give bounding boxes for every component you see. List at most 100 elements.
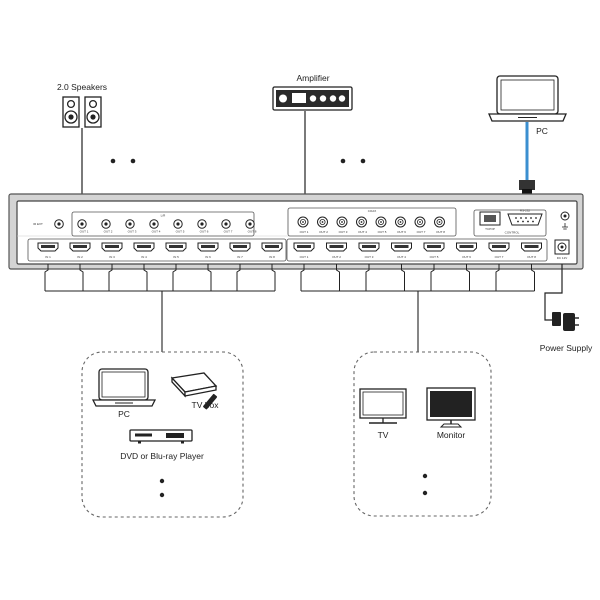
coax-out-jack: OUT 8 (434, 216, 445, 234)
control-label: CONTROL (505, 231, 520, 235)
hdmi-in-port: IN 1 (37, 242, 59, 259)
remote-control-icon (203, 393, 218, 410)
audio-out-label: OUT 2 (104, 230, 113, 234)
coax-out-jack: OUT 6 (395, 216, 406, 234)
speakers-label: 2.0 Speakers (57, 82, 107, 92)
coax-out-label: OUT 1 (300, 230, 309, 234)
amplifier-device: Amplifier (272, 73, 353, 111)
dvd-player-icon (129, 429, 193, 444)
hdmi-cable (143, 264, 148, 291)
coax-out-label: OUT 4 (358, 230, 367, 234)
dvd-player-label: DVD or Blu-ray Player (120, 451, 204, 461)
display-devices-box: TV Monitor (353, 351, 492, 517)
hdmi-in-port: IN 3 (101, 242, 123, 259)
tv-icon (359, 388, 407, 424)
laptop-icon (488, 75, 567, 122)
hdmi-out-port-label: OUT 4 (397, 255, 406, 259)
hdmi-in-port-label: IN 1 (45, 255, 51, 259)
pc-top-device: PC (488, 75, 567, 136)
coax-group-label: COAX (368, 209, 377, 213)
hdmi-cable (365, 264, 370, 291)
audio-out-jack: OUT 5 (173, 219, 185, 234)
pc-source-label: PC (118, 409, 130, 419)
audio-out-label: OUT 5 (176, 230, 185, 234)
hdmi-out-port: OUT 8 (521, 242, 542, 259)
lr-group-label: L/R (161, 214, 167, 218)
hdmi-out-port: OUT 3 (358, 242, 380, 259)
control-port-group: TCP/IP RS-232 CONTROL (473, 209, 547, 237)
hdmi-cable (336, 264, 340, 291)
amplifier-icon (272, 86, 353, 111)
ellipsis-dots-left (110, 158, 136, 164)
hdmi-in-port-label: IN 5 (173, 255, 179, 259)
dc-power-port: DC 12V (554, 239, 570, 260)
audio-lr-group: L/R OUT 1 OUT 2 OUT 3 OUT 4 OUT 5 OUT 6 OUT 7 O… (71, 211, 257, 237)
audio-out-jack: OUT 2 (101, 219, 113, 234)
hdmi-in-port-label: IN 4 (141, 255, 147, 259)
hdmi-cable (44, 264, 49, 291)
coax-out-jack: OUT 2 (317, 216, 328, 234)
hdmi-out-port-label: OUT 5 (430, 255, 439, 259)
rs232-label: RS-232 (520, 209, 531, 213)
speaker-left-icon (62, 96, 80, 128)
hdmi-out-port-label: OUT 3 (365, 255, 374, 259)
audio-out-jack: OUT 4 (149, 219, 161, 234)
audio-out-label: OUT 6 (200, 230, 209, 234)
hdmi-out-port-label: OUT 8 (527, 255, 536, 259)
ground-screw-icon (560, 211, 570, 230)
audio-out-label: OUT 8 (248, 230, 257, 234)
hdmi-cable (430, 264, 435, 291)
hdmi-out-port-label: OUT 7 (495, 255, 504, 259)
speaker-right-icon (84, 96, 102, 128)
hdmi-in-port: IN 7 (229, 242, 251, 259)
ir-ext-port: IR EXT (33, 219, 64, 229)
coax-out-label: OUT 6 (397, 230, 406, 234)
hdmi-in-port: IN 6 (197, 242, 219, 259)
dc-label: DC 12V (557, 256, 568, 260)
hdmi-output-group: OUT 1 OUT 2 OUT 3 OUT 4 OUT 5 OUT 6 OUT 7 OUT 8 (286, 238, 548, 262)
hdmi-cable (236, 264, 241, 291)
coax-out-label: OUT 5 (378, 230, 387, 234)
audio-out-label: OUT 1 (80, 230, 89, 234)
hdmi-in-port-label: IN 8 (269, 255, 275, 259)
hdmi-cable (79, 264, 84, 291)
monitor-label: Monitor (437, 430, 466, 440)
hdmi-out-port-label: OUT 6 (462, 255, 471, 259)
audio-out-label: OUT 7 (224, 230, 233, 234)
hdmi-out-port: OUT 2 (326, 242, 347, 259)
power-adapter-icon (563, 313, 579, 331)
tv-label: TV (378, 430, 389, 440)
hdmi-cable (466, 264, 470, 291)
audio-out-label: OUT 3 (128, 230, 137, 234)
coax-out-label: OUT 2 (319, 230, 328, 234)
hdmi-cable (207, 264, 212, 291)
hdmi-out-port: OUT 1 (293, 242, 315, 259)
audio-out-label: OUT 4 (152, 230, 161, 234)
hdmi-cable (401, 264, 405, 291)
speakers-device: 2.0 Speakers (57, 82, 107, 128)
hdmi-in-port: IN 5 (165, 242, 187, 259)
hdmi-cable (108, 264, 113, 291)
audio-out-jack: OUT 1 (77, 219, 89, 234)
hdmi-output-cable-bus (300, 264, 535, 352)
hdmi-in-port-label: IN 3 (109, 255, 115, 259)
hdmi-out-port: OUT 6 (456, 242, 477, 259)
ellipsis-dots-sources (159, 478, 165, 498)
hdmi-out-port-label: OUT 2 (332, 255, 341, 259)
tv-box-label: TV box (192, 400, 220, 410)
power-supply-label: Power Supply (540, 343, 593, 353)
hdmi-cable (495, 264, 500, 291)
hdmi-in-port-label: IN 7 (237, 255, 243, 259)
audio-out-jack: OUT 3 (125, 219, 137, 234)
ellipsis-dots-middle (340, 158, 366, 164)
hdmi-in-port: IN 2 (69, 242, 91, 259)
ellipsis-dots-displays (422, 473, 428, 496)
hdmi-out-port: OUT 5 (423, 242, 445, 259)
laptop-icon (91, 368, 157, 407)
coax-out-label: OUT 7 (417, 230, 426, 234)
coax-out-jack: OUT 4 (356, 216, 367, 234)
hdmi-in-port-label: IN 6 (205, 255, 211, 259)
tcp-ip-label: TCP/IP (485, 227, 495, 231)
